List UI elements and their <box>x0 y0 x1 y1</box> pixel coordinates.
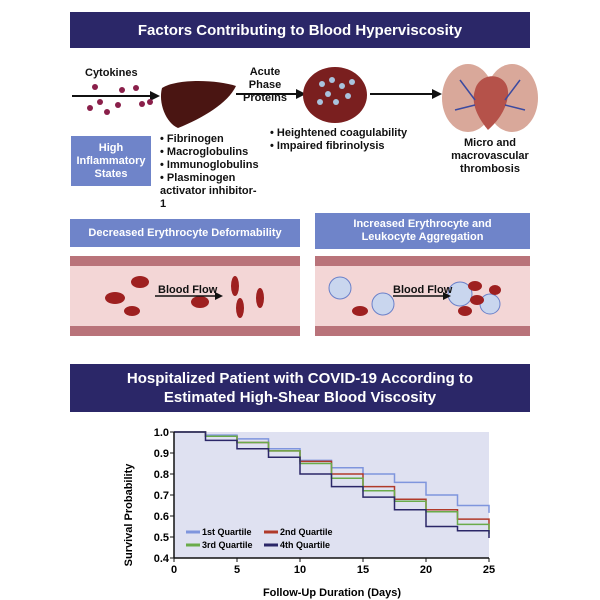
heart-lungs-icon <box>442 64 538 132</box>
y-tick-label: 0.4 <box>154 553 170 565</box>
y-axis-label: Survival Probability <box>123 463 135 567</box>
legend-label: 3rd Quartile <box>202 540 253 550</box>
legend-label: 2nd Quartile <box>280 527 333 537</box>
thrombosis-arrow <box>370 89 442 99</box>
aggregation-title-box: Increased Erythrocyte and Leukocyte Aggr… <box>315 213 530 249</box>
y-tick-label: 0.9 <box>154 448 169 460</box>
y-tick-label: 0.6 <box>154 511 169 523</box>
blood-flow-label-left: Blood Flow <box>158 284 218 296</box>
list-item: Macroglobulins <box>160 146 260 159</box>
x-tick-label: 5 <box>234 564 240 576</box>
y-tick-label: 0.8 <box>154 469 169 481</box>
x-tick-label: 25 <box>483 564 495 576</box>
blood-flow-label-right: Blood Flow <box>393 284 453 296</box>
liver-products-list: Fibrinogen Macroglobulins Immunoglobulin… <box>160 133 260 211</box>
series-line-4 <box>174 431 490 539</box>
x-axis-label: Follow-Up Duration (Days) <box>263 587 401 599</box>
outcome-label: Micro and macrovascular thrombosis <box>451 137 529 175</box>
y-tick-label: 0.5 <box>154 532 169 544</box>
high-inflammatory-states-box: High Inflammatory States <box>71 136 151 186</box>
title-banner: Factors Contributing to Blood Hypervisco… <box>70 12 530 48</box>
clot-effects-list: Heightened coagulability Impaired fibrin… <box>270 127 407 153</box>
page-title: Factors Contributing to Blood Hypervisco… <box>137 21 463 39</box>
x-tick-label: 20 <box>420 564 432 576</box>
aggregation-title: Increased Erythrocyte and Leukocyte Aggr… <box>353 218 492 243</box>
acute-phase-arrow <box>236 89 306 99</box>
y-tick-label: 1.0 <box>154 427 169 439</box>
high-inflammatory-label: High Inflammatory States <box>76 141 146 180</box>
list-item: Heightened coagulability <box>270 127 407 140</box>
cytokines-label: Cytokines <box>85 67 138 79</box>
x-tick-label: 0 <box>171 564 177 576</box>
x-tick-label: 15 <box>357 564 369 576</box>
list-item: Fibrinogen <box>160 133 260 146</box>
legend-label: 4th Quartile <box>280 540 330 550</box>
list-item: Plasminogen activator inhibitor-1 <box>160 172 260 211</box>
cytokines-arrow-illustration <box>72 84 160 115</box>
blood-clot-icon <box>303 67 367 123</box>
vessel-left-illustration <box>70 256 300 336</box>
deformability-title-box: Decreased Erythrocyte Deformability <box>70 219 300 247</box>
liver-icon <box>160 81 236 128</box>
list-item: Impaired fibrinolysis <box>270 140 407 153</box>
legend-label: 1st Quartile <box>202 527 252 537</box>
vessel-right-illustration <box>315 256 530 336</box>
section2-title: Hospitalized Patient with COVID-19 Accor… <box>126 370 474 406</box>
survival-chart: 0 5 10 15 20 25 0.4 0.5 0.6 0.7 0.8 0.9 1.0 Survival… <box>123 427 495 599</box>
section2-banner: Hospitalized Patient with COVID-19 Accor… <box>70 364 530 412</box>
y-tick-label: 0.7 <box>154 490 169 502</box>
deformability-title: Decreased Erythrocyte Deformability <box>88 226 282 239</box>
x-tick-label: 10 <box>294 564 306 576</box>
list-item: Immunoglobulins <box>160 159 260 172</box>
